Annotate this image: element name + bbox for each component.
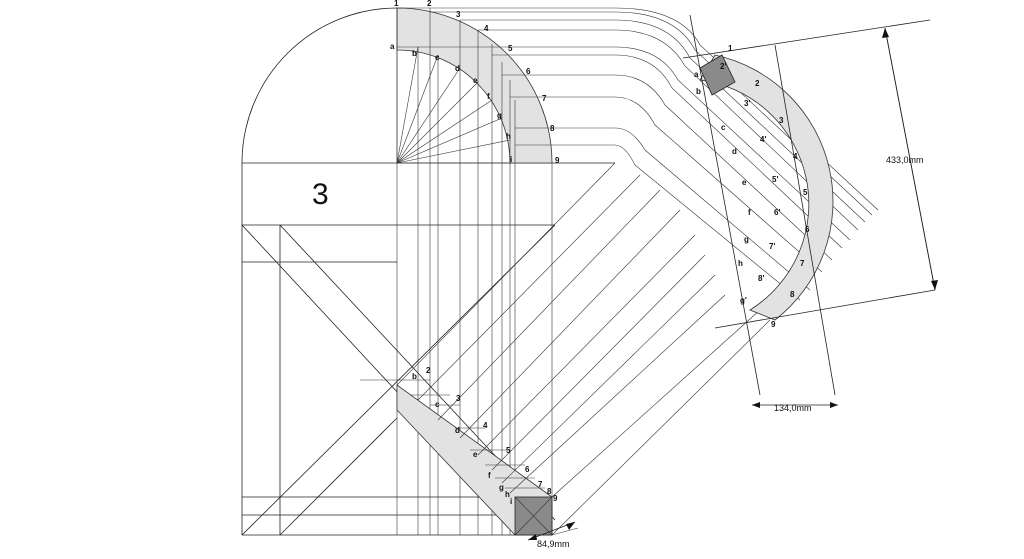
point-labels: 1 2 3 4 5 6 7 8 9 a b c d e f g h i b 2 …: [390, 0, 810, 506]
label-h-right: h: [738, 259, 743, 268]
arc-dark-block: [699, 54, 736, 96]
label-e-right: e: [742, 178, 747, 187]
label-5-lower: 5: [506, 446, 511, 455]
label-4: 4: [484, 24, 489, 33]
arc-band: [699, 54, 834, 321]
label-7p-right: 7': [769, 242, 775, 251]
label-7-lower: 7: [538, 480, 543, 489]
label-b: b: [412, 49, 417, 58]
label-2-lower: 2: [426, 366, 431, 375]
label-g-lower: g: [499, 483, 504, 492]
label-d-lower: d: [455, 426, 460, 435]
label-6-right: 6: [805, 225, 810, 234]
label-e: e: [473, 76, 478, 85]
dimension-thickness: 84,9mm: [537, 539, 570, 549]
label-9-lower: 9: [553, 494, 558, 503]
label-e-lower: e: [473, 450, 478, 459]
label-b-right: b: [696, 87, 701, 96]
label-a-right: a: [694, 70, 699, 79]
label-8-lower: 8: [547, 487, 552, 496]
label-7-right: 7: [800, 259, 805, 268]
label-c-right: c: [721, 123, 726, 132]
label-g-right: g: [744, 235, 749, 244]
label-1-right: 1: [728, 44, 733, 53]
label-gp-right: g': [740, 296, 747, 305]
label-5-right: 5: [803, 188, 808, 197]
label-h: h: [506, 132, 511, 141]
right-view: [614, 7, 936, 406]
dimension-height: 433,0mm: [886, 155, 924, 165]
label-c-lower: c: [435, 400, 440, 409]
label-1: 1: [394, 0, 399, 8]
label-8: 8: [550, 124, 555, 133]
label-2p-right: 2': [720, 62, 726, 71]
label-9: 9: [555, 156, 560, 165]
sheet-number: 3: [312, 178, 329, 211]
label-7: 7: [542, 94, 547, 103]
label-2: 2: [427, 0, 432, 8]
label-a: a: [390, 42, 395, 51]
label-9-right: 9: [771, 320, 776, 329]
label-i: i: [510, 155, 512, 164]
label-3p-right: 3': [744, 99, 750, 108]
dimension-width: 134,0mm: [774, 403, 812, 413]
label-h-lower: h: [505, 490, 510, 499]
label-6p-right: 6': [774, 208, 780, 217]
label-i-lower: i: [510, 497, 512, 506]
label-2-right: 2: [755, 79, 760, 88]
label-3: 3: [456, 10, 461, 19]
label-8p-right: 8': [758, 274, 764, 283]
label-f-right: f: [748, 208, 751, 217]
label-6-lower: 6: [525, 465, 530, 474]
label-3-right: 3: [779, 116, 784, 125]
label-4-right: 4: [793, 152, 798, 161]
label-f: f: [487, 92, 490, 101]
label-5: 5: [508, 44, 513, 53]
dimensions: 433,0mm 134,0mm 84,9mm: [527, 27, 938, 549]
outer-quarter-arc: [241, 7, 398, 164]
label-4p-right: 4': [760, 135, 766, 144]
label-8-right: 8: [790, 290, 795, 299]
label-d-right: d: [732, 147, 737, 156]
label-5p-right: 5': [772, 175, 778, 184]
label-g: g: [497, 111, 502, 120]
label-d: d: [455, 64, 460, 73]
left-view: 3: [241, 7, 771, 536]
label-f-lower: f: [488, 471, 491, 480]
label-3-lower: 3: [456, 394, 461, 403]
label-c: c: [435, 53, 440, 62]
label-6: 6: [526, 67, 531, 76]
label-b-lower: b: [412, 372, 417, 381]
label-4-lower: 4: [483, 421, 488, 430]
